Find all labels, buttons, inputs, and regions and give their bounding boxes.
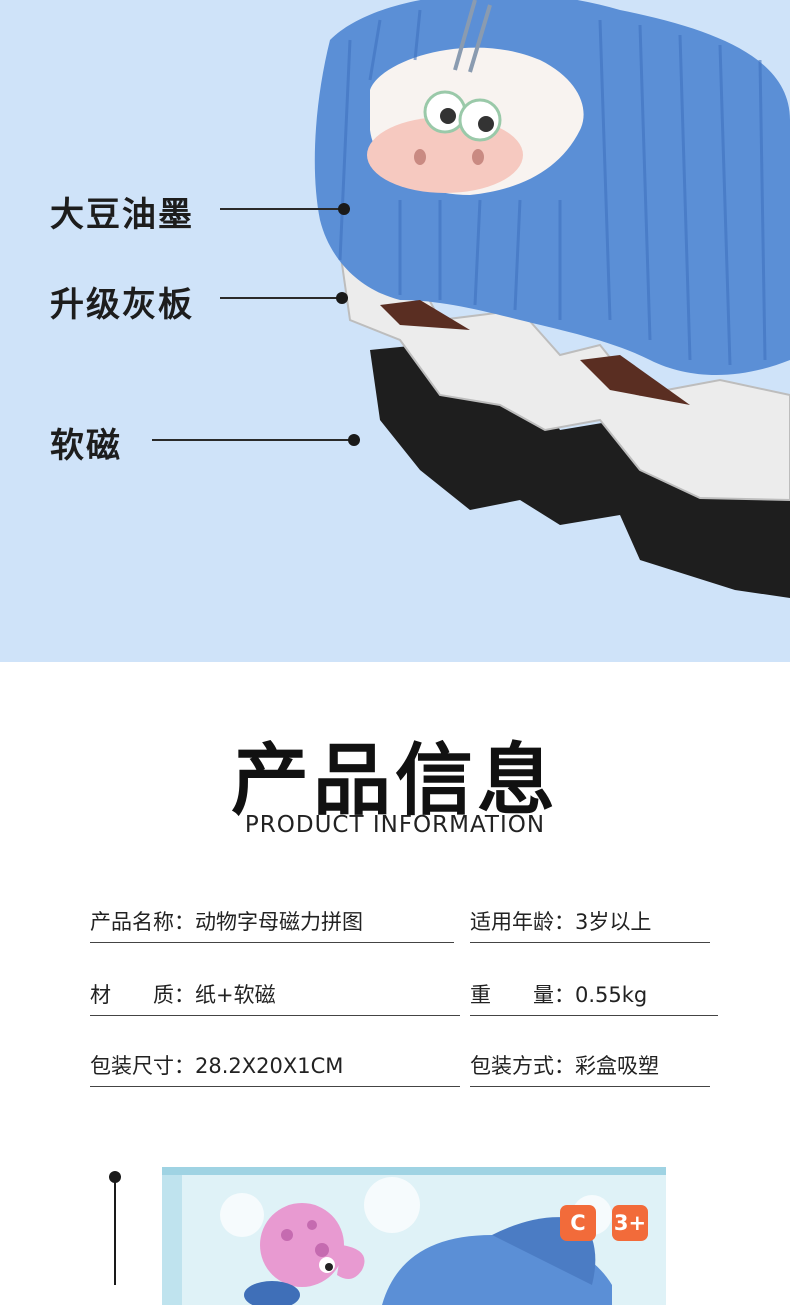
magnet-layer: [370, 345, 790, 598]
spec-key: 包装尺寸：: [90, 1054, 195, 1078]
layer-label-board: 升级灰板: [50, 285, 194, 325]
blue-hair: [314, 0, 790, 375]
leader-line-board: [220, 292, 348, 304]
spec-weight: 重 量：0.55kg: [470, 979, 718, 1016]
age-badge: 3+: [612, 1205, 648, 1241]
section-subtitle: PRODUCT INFORMATION: [244, 812, 546, 838]
spec-value: 纸+软磁: [195, 983, 276, 1007]
puzzle-piece-cross-section: [314, 0, 790, 598]
spec-product-name: 产品名称：动物字母磁力拼图: [90, 906, 454, 943]
section-title: 产品信息: [230, 736, 559, 826]
spec-key: 产品名称：: [90, 910, 195, 934]
spec-age: 适用年龄：3岁以上: [470, 906, 710, 943]
layer-label-ink: 大豆油墨: [50, 195, 194, 235]
spec-key: 包装方式：: [470, 1054, 575, 1078]
brand-badge: C: [560, 1205, 596, 1241]
layer-illustration: 大豆油墨 升级灰板 软磁: [0, 0, 790, 662]
spec-key: 适用年龄：: [470, 910, 575, 934]
spec-value: 28.2X20X1CM: [195, 1054, 344, 1078]
spec-value: 动物字母磁力拼图: [195, 910, 363, 934]
octopus: [260, 1203, 344, 1287]
spec-value: 3岁以上: [575, 910, 652, 934]
dimension-marker: [109, 1171, 121, 1285]
spec-value: 彩盒吸塑: [575, 1054, 659, 1078]
spec-package-size: 包装尺寸：28.2X20X1CM: [90, 1050, 460, 1087]
spec-key: 重 量：: [470, 983, 575, 1007]
leader-line-magnet: [152, 434, 360, 446]
leader-line-ink: [220, 203, 350, 215]
spec-packing-method: 包装方式：彩盒吸塑: [470, 1050, 710, 1087]
spec-key: 材 质：: [90, 983, 195, 1007]
layer-label-magnet: 软磁: [50, 426, 122, 466]
spec-material: 材 质：纸+软磁: [90, 979, 460, 1016]
spec-value: 0.55kg: [575, 983, 648, 1007]
product-box-image: C 3+: [162, 1167, 666, 1305]
